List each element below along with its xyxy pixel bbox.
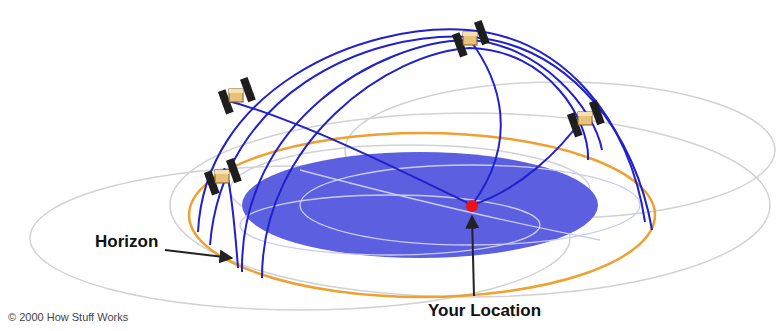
location-dot (466, 200, 478, 212)
copyright-note: © 2000 How Stuff Works (8, 311, 128, 323)
orbit-ellipses (30, 82, 775, 310)
satellites (204, 20, 605, 196)
horizon-leader (165, 250, 232, 258)
ground-disc (242, 152, 598, 258)
horizon-label: Horizon (95, 232, 158, 252)
location-leader (472, 216, 474, 296)
ground-orbit-lines (240, 165, 640, 255)
location-label: Your Location (428, 301, 541, 321)
horizon-ellipse (189, 133, 655, 297)
signal-arcs (198, 29, 652, 278)
